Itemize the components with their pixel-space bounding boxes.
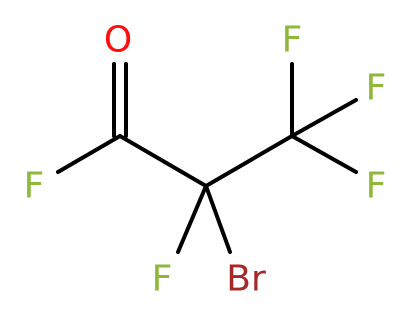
carbonyl-alpha-carbon-bond (118, 134, 208, 188)
alpha-fluorine-bond (176, 184, 208, 254)
cf3-fluorine-lower-atom-label: F (366, 166, 387, 207)
carbonyl-fluorine-bond (56, 134, 122, 174)
bromine-atom-label: Br (226, 259, 266, 300)
cf3-fluorine-right-atom-label: F (366, 68, 387, 109)
cf3-fluorine-right-bond (290, 98, 358, 138)
acyl-fluorine-atom-label: F (24, 166, 45, 207)
oxygen-atom-label: O (104, 20, 132, 61)
cf3-fluorine-top-atom-label: F (282, 20, 303, 61)
alpha-bromine-bond (204, 184, 232, 254)
alpha-fluorine-atom-label: F (152, 259, 173, 300)
cf3-fluorine-lower-bond (290, 134, 358, 174)
alpha-cf3-carbon-bond (204, 134, 294, 188)
